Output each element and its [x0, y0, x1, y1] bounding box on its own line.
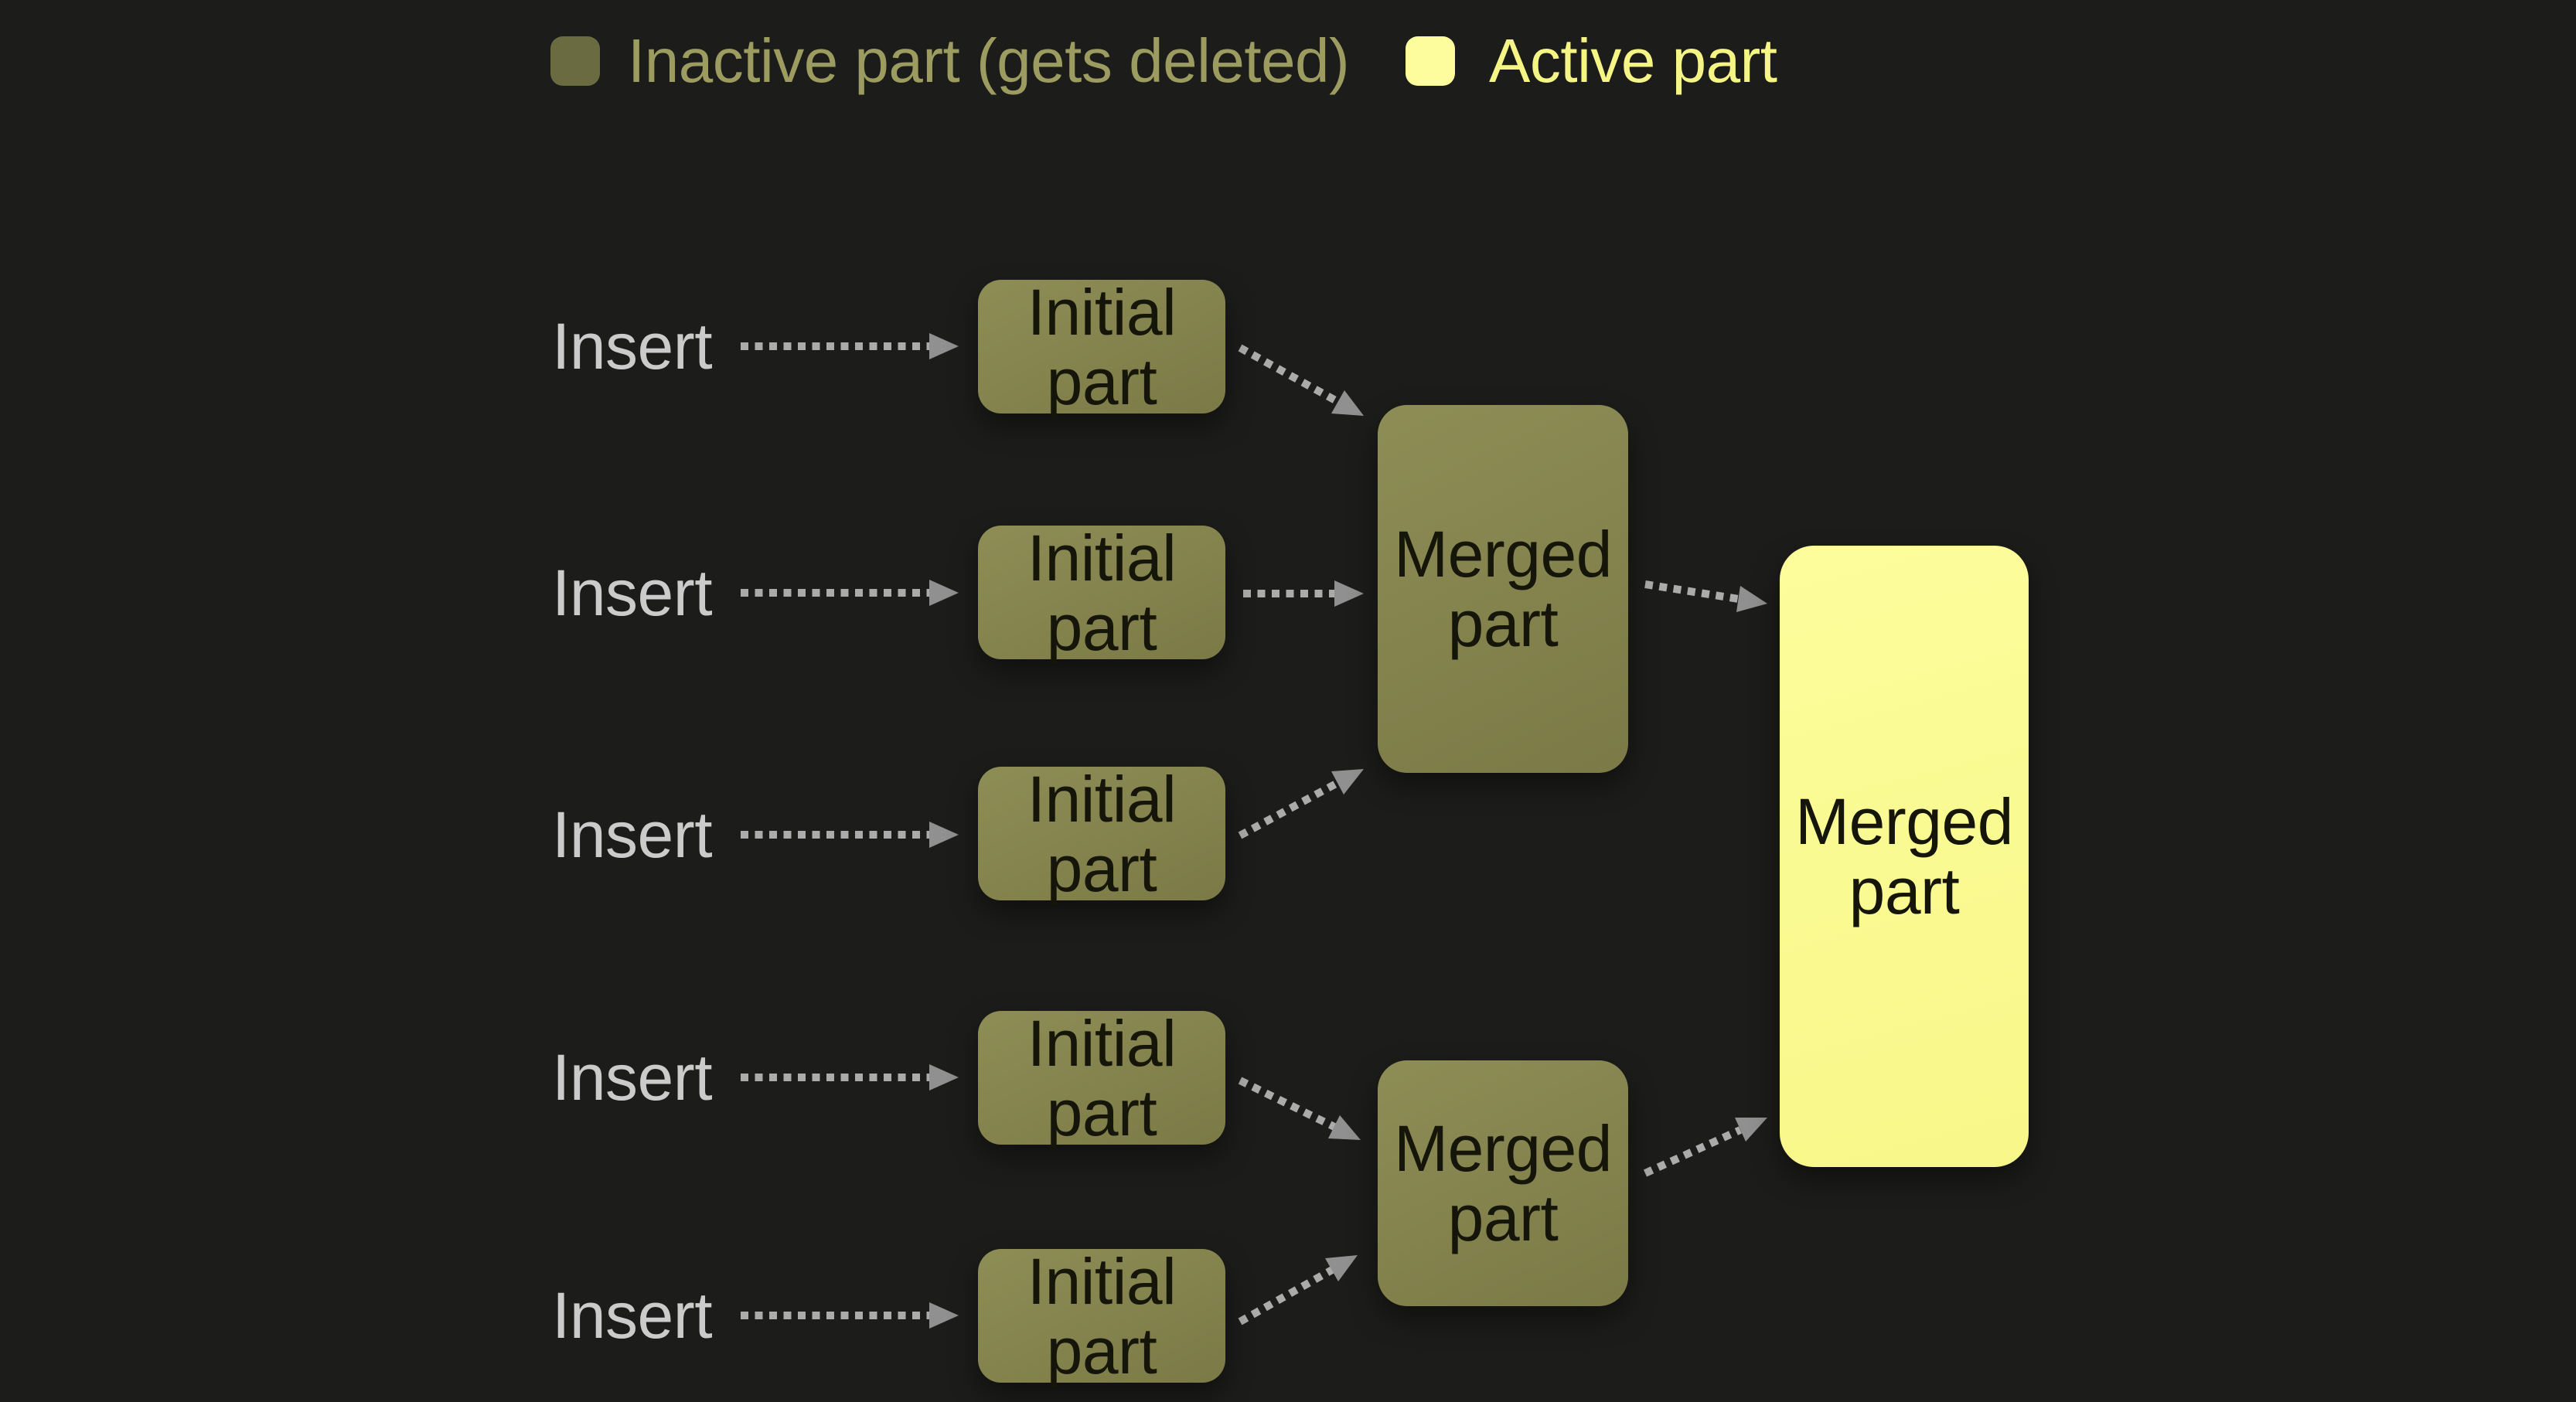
final-merged-part-label: Merged part — [1795, 785, 2013, 927]
initial-part-label: Initial part — [1027, 1006, 1177, 1149]
merge-arrow-initial1-to-merged1 — [1238, 344, 1364, 416]
merged-part-label: Merged part — [1394, 518, 1612, 660]
merge-arrow-initial5-to-merged2 — [1238, 1255, 1358, 1325]
merged-part-label: Merged part — [1394, 1112, 1612, 1254]
insert-label-3: Insert — [552, 798, 713, 871]
merged-part-node-1: Merged part — [1378, 405, 1628, 773]
insert-label-4: Insert — [552, 1041, 713, 1114]
insert-label-1: Insert — [552, 310, 713, 383]
legend-active-label: Active part — [1489, 26, 1777, 95]
legend-inactive-label: Inactive part (gets deleted) — [628, 26, 1350, 95]
insert-arrow-4 — [741, 1064, 959, 1091]
final-merged-part-node: Merged part — [1780, 546, 2029, 1167]
initial-part-label: Initial part — [1027, 762, 1177, 905]
insert-label-5: Insert — [552, 1279, 713, 1352]
merge-arrow-merged2-to-final — [1643, 1118, 1767, 1177]
insert-label-2: Insert — [552, 556, 713, 629]
initial-part-label: Initial part — [1027, 521, 1177, 664]
insert-arrow-1 — [741, 333, 959, 359]
merge-arrow-initial2-to-merged1 — [1243, 580, 1364, 607]
initial-part-node-5: Initial part — [978, 1244, 1225, 1387]
legend-inactive-swatch-icon — [550, 36, 600, 86]
merge-arrow-merged1-to-final — [1644, 580, 1767, 612]
insert-arrow-5 — [741, 1302, 959, 1329]
insert-arrow-2 — [741, 580, 959, 606]
initial-part-node-3: Initial part — [978, 762, 1225, 905]
merged-part-node-2: Merged part — [1378, 1060, 1628, 1306]
initial-part-node-4: Initial part — [978, 1006, 1225, 1149]
insert-arrow-3 — [741, 822, 959, 848]
initial-part-label: Initial part — [1027, 1244, 1177, 1387]
initial-part-label: Initial part — [1027, 275, 1177, 418]
initial-part-node-1: Initial part — [978, 277, 1225, 417]
initial-part-node-2: Initial part — [978, 521, 1225, 664]
merge-arrow-initial4-to-merged2 — [1238, 1077, 1361, 1140]
merge-arrow-initial3-to-merged1 — [1238, 769, 1364, 839]
legend-active-swatch-icon — [1406, 36, 1455, 86]
